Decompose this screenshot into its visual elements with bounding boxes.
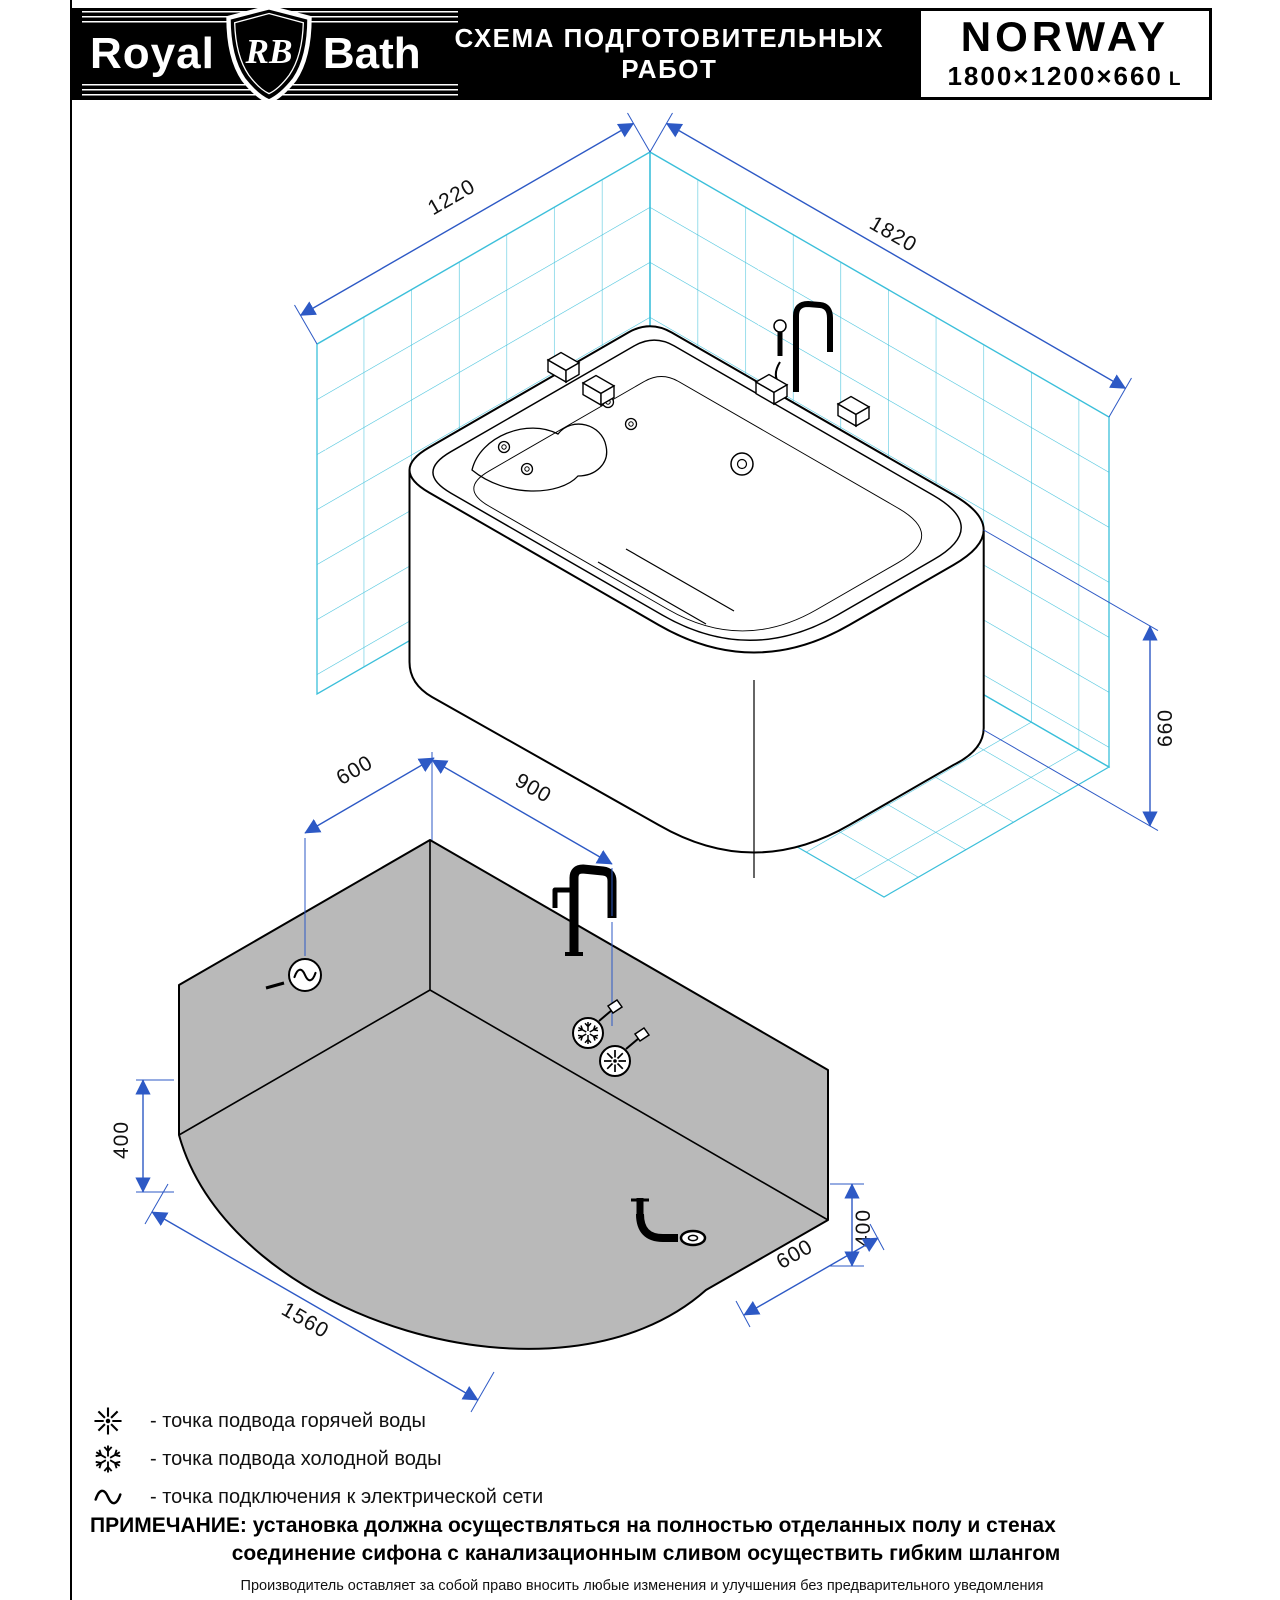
header: Royal RB Bath СХЕМА ПОДГОТОВИТЕЛЬНЫХ РАБ… — [72, 5, 1212, 104]
model-volume-unit: L — [1168, 69, 1183, 90]
note-text1: установка должна осуществляться на полно… — [252, 1514, 1056, 1537]
dim-label-900: 900 — [511, 769, 555, 808]
water-jets — [497, 395, 754, 476]
bathtub — [408, 301, 985, 878]
cold-water-point — [572, 998, 624, 1049]
legend-text-cold: - точка подвода холодной воды — [150, 1447, 442, 1470]
tub-seat-contour — [471, 423, 608, 492]
note-line2: соединение сифона с канализационным слив… — [231, 1542, 1061, 1565]
dim-label-400-right: 400 — [852, 1209, 875, 1247]
rb-shield-logo: RB — [226, 5, 312, 104]
model-dimensions: 1800×1200×660 — [947, 61, 1163, 91]
doc-title: СХЕМА ПОДГОТОВИТЕЛЬНЫХ РАБОТ — [454, 23, 885, 84]
note-block: ПРИМЕЧАНИЕ: установка должна осуществлят… — [90, 1514, 1202, 1566]
dim-label-400-left: 400 — [110, 1121, 133, 1159]
installation-diagram: 600 900 400 1560 — [110, 751, 885, 1413]
hot-water-point — [599, 1026, 651, 1077]
dim-label-600-wall: 600 — [333, 751, 377, 790]
legend-item-electric: - точка подключения к электрической сети — [92, 1478, 543, 1516]
page-border-left — [70, 0, 72, 1600]
legend-text-hot: - точка подвода горячей воды — [150, 1409, 426, 1432]
dimension-height-right-400: 400 — [830, 1183, 875, 1267]
hot-water-icon — [93, 1406, 123, 1436]
deck-controls — [546, 351, 871, 428]
dim-label-1820: 1820 — [866, 212, 921, 257]
model-name: NORWAY — [960, 13, 1170, 60]
dimension-height-660: 660 — [983, 529, 1177, 832]
shield-inner-line — [233, 12, 304, 95]
brand-rb: RB — [244, 32, 292, 71]
faucet — [546, 301, 871, 428]
legend-item-cold-water: - точка подвода холодной воды — [92, 1440, 543, 1478]
footprint-wall-edges — [178, 840, 829, 1221]
legend: - точка подвода горячей воды - точка под… — [92, 1402, 543, 1516]
note-label: ПРИМЕЧАНИЕ: — [90, 1514, 247, 1537]
hot-water-icon — [603, 1049, 627, 1073]
dimension-height-left-400: 400 — [110, 1079, 174, 1193]
note-line1: ПРИМЕЧАНИЕ: установка должна осуществлят… — [90, 1514, 1202, 1538]
brand-logo-block: Royal RB Bath СХЕМА ПОДГОТОВИТЕЛЬНЫХ РАБ… — [72, 5, 918, 104]
brand-royal: Royal — [90, 29, 215, 78]
shield-shape — [226, 5, 312, 104]
legend-item-hot-water: - точка подвода горячей воды — [92, 1402, 543, 1440]
faucet-spout — [793, 301, 833, 392]
legend-text-electric: - точка подключения к электрической сети — [150, 1485, 544, 1508]
dim-label-660: 660 — [1154, 709, 1177, 747]
electric-icon — [94, 1489, 122, 1505]
dim-label-1560: 1560 — [278, 1298, 333, 1343]
siphon-drain — [631, 1198, 707, 1247]
dim-label-1220: 1220 — [424, 175, 479, 220]
tub-footprint — [178, 839, 829, 1350]
tub-step-lines — [597, 548, 735, 625]
brand-bath: Bath — [322, 29, 421, 78]
footer-disclaimer: Производитель оставляет за собой право в… — [240, 1578, 1044, 1594]
cold-water-icon — [92, 1443, 124, 1475]
power-point — [265, 958, 322, 992]
